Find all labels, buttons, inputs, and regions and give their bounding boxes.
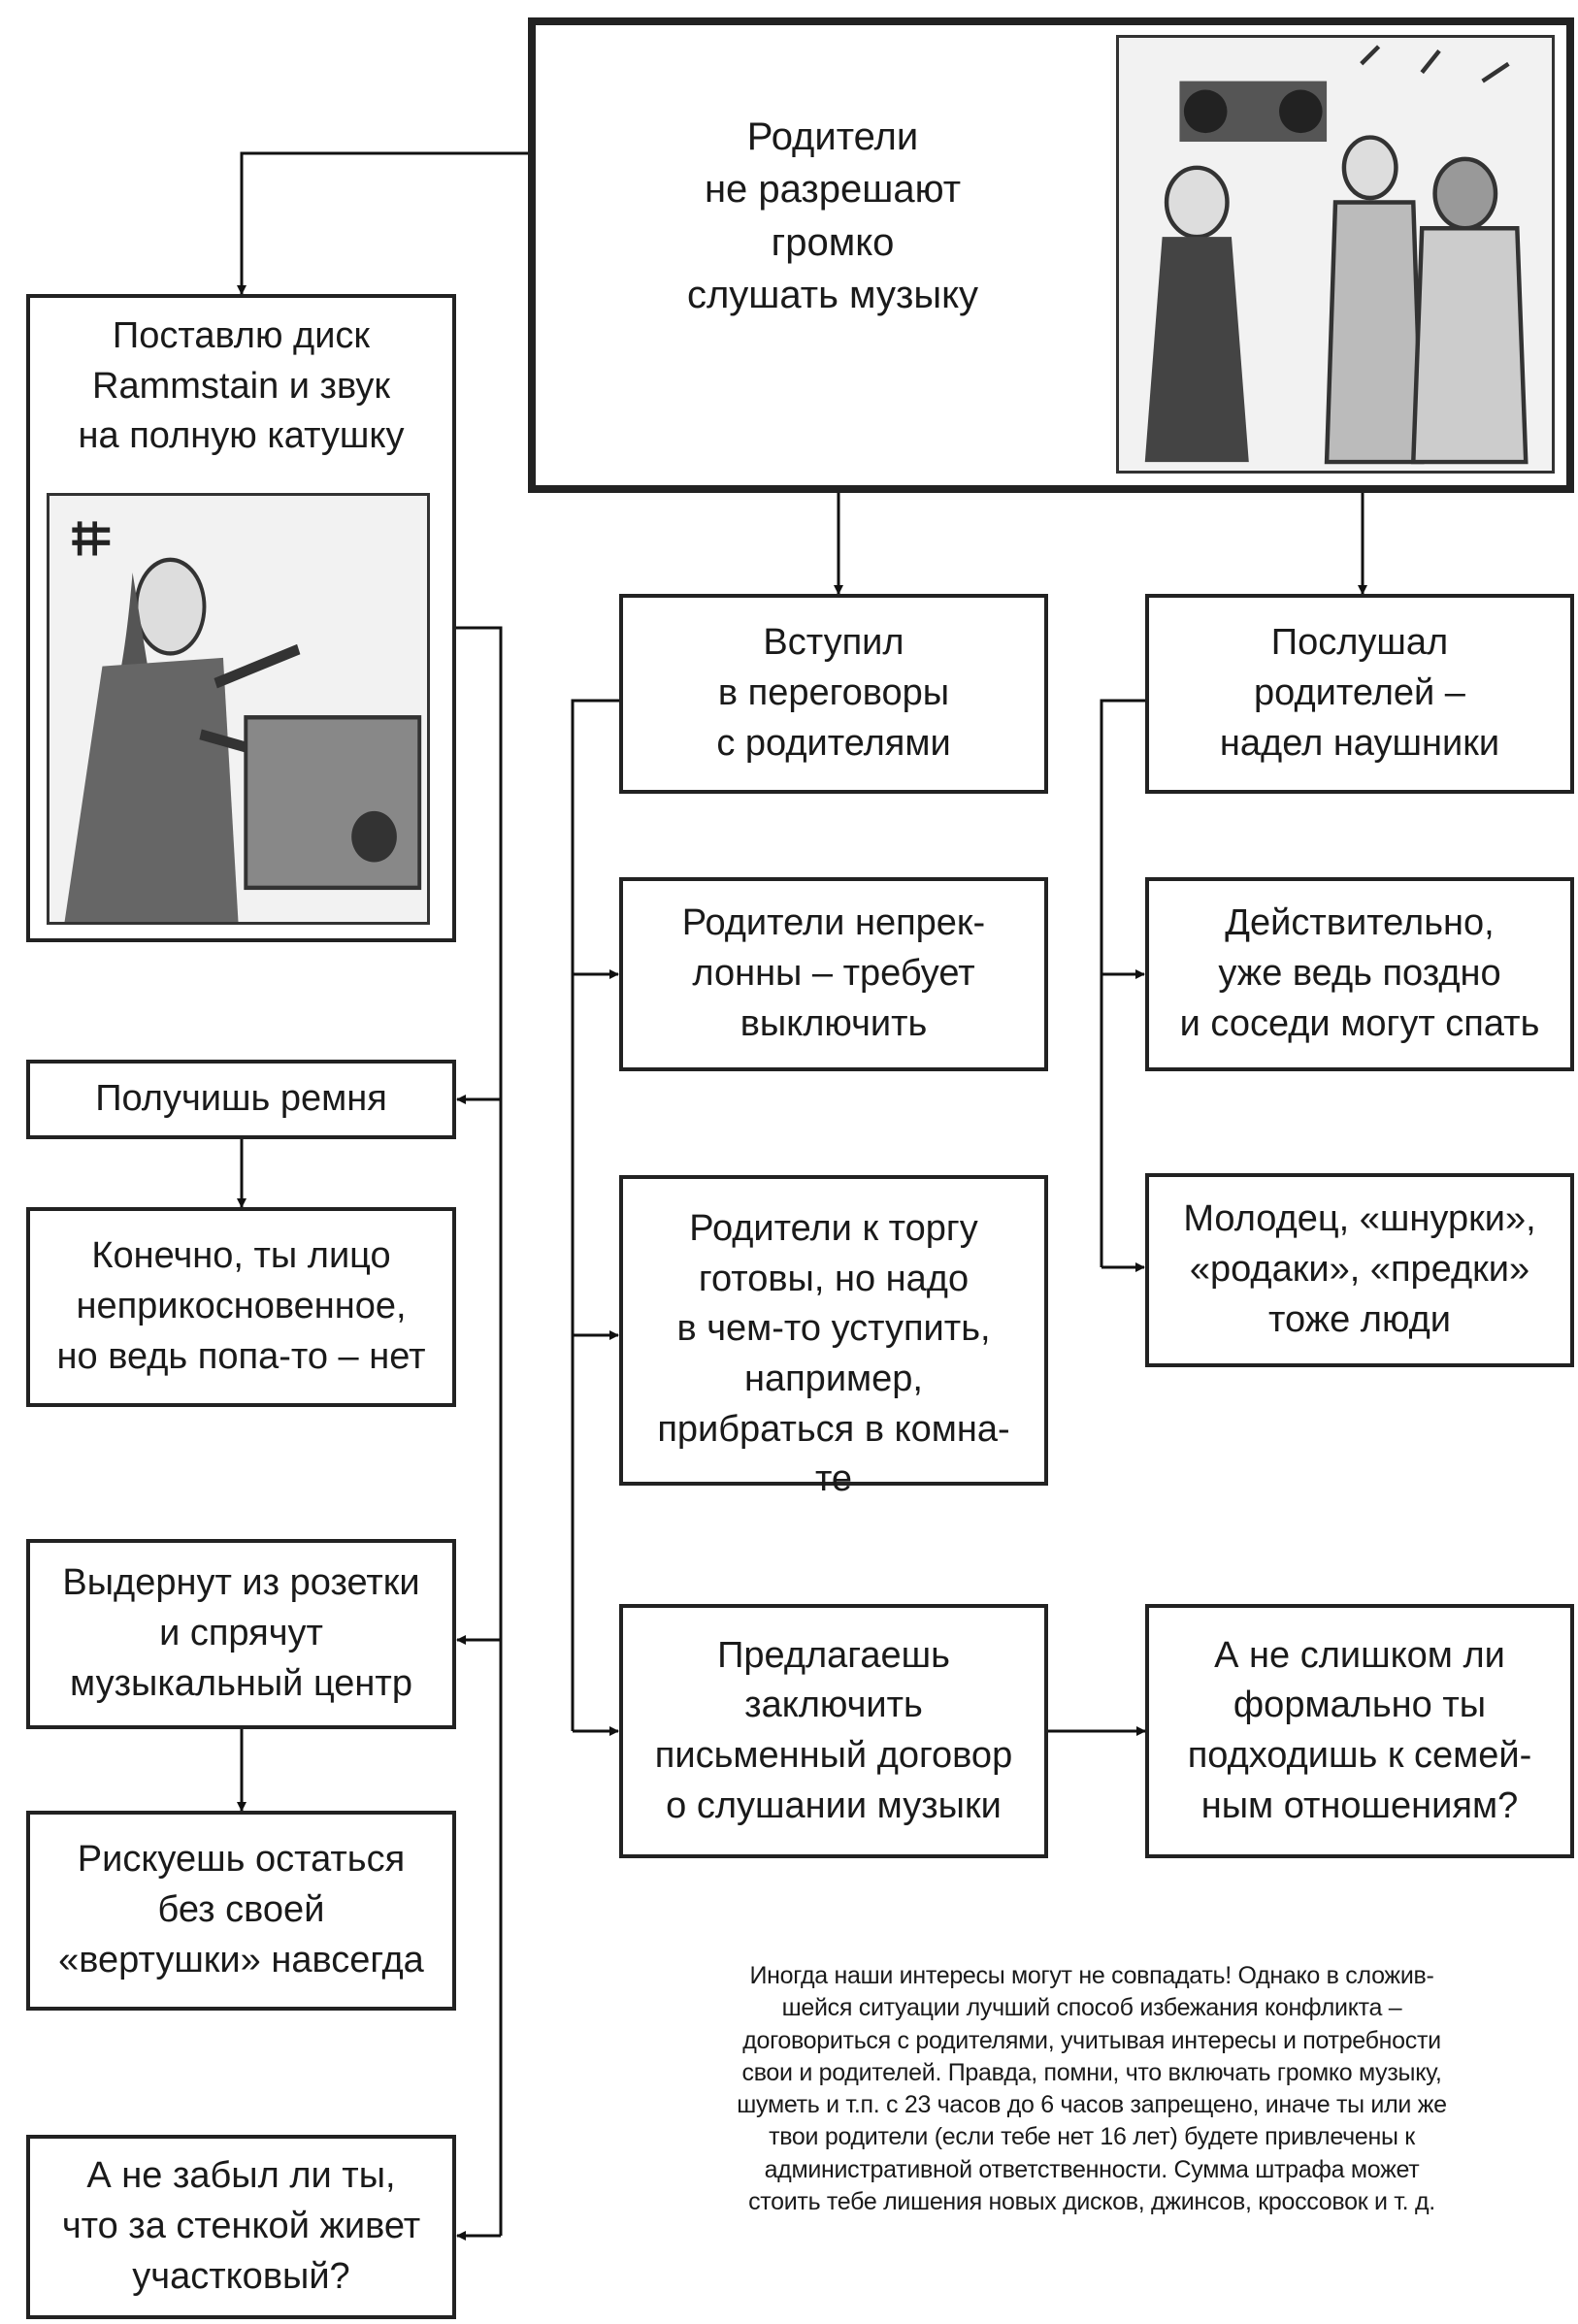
left-outcome-1: Получишь ремня	[26, 1060, 456, 1139]
middle-spine	[571, 699, 619, 1731]
middle-start-text: Вступил в переговоры с родителями	[716, 622, 951, 764]
left-outcome-5: А не забыл ли ты, что за стенкой живет у…	[26, 2135, 456, 2319]
middle-outcome-3: Предлагаешь заключить письменный договор…	[619, 1604, 1048, 1858]
middle-start-box: Вступил в переговоры с родителями	[619, 594, 1048, 794]
right-outcome-3: А не слишком ли формально ты подходишь к…	[1145, 1604, 1574, 1858]
left-outcome-1-text: Получишь ремня	[95, 1078, 387, 1120]
advice-note: Иногда наши интересы могут не совпадать!…	[737, 1962, 1447, 2215]
rocker-cartoon-illustration	[47, 493, 430, 925]
middle-outcome-3-text: Предлагаешь заключить письменный договор…	[654, 1634, 1013, 1826]
left-outcome-4: Рискуешь остаться без своей «вертушки» н…	[26, 1811, 456, 2011]
left-outcome-5-text: А не забыл ли ты, что за стенкой живет у…	[61, 2155, 421, 2297]
left-outcome-2-text: Конечно, ты лицо неприкосновенное, но ве…	[56, 1235, 426, 1377]
arrow-top-to-left	[237, 151, 528, 295]
middle-outcome-1: Родители непрек- лонны – требует выключи…	[619, 877, 1048, 1071]
left-outcome-3: Выдернут из розетки и спрячут музыкальны…	[26, 1539, 456, 1729]
parents-cartoon-illustration	[1116, 35, 1555, 474]
right-outcome-2-text: Молодец, «шнурки», «родаки», «предки» то…	[1183, 1198, 1536, 1340]
left-outcome-3-text: Выдернут из розетки и спрячут музыкальны…	[62, 1562, 420, 1704]
left-outcome-4-text: Рискуешь остаться без своей «вертушки» н…	[58, 1839, 424, 1980]
right-start-text: Послушал родителей – надел наушники	[1219, 622, 1500, 764]
left-outcome-2: Конечно, ты лицо неприкосновенное, но ве…	[26, 1207, 456, 1407]
left-spine	[456, 626, 503, 2236]
right-outcome-3-text: А не слишком ли формально ты подходишь к…	[1187, 1634, 1532, 1826]
right-outcome-1: Действительно, уже ведь поздно и соседи …	[1145, 877, 1574, 1071]
middle-outcome-2-text: Родители к торгу готовы, но надо в чем-т…	[657, 1207, 1010, 1500]
right-outcome-1-text: Действительно, уже ведь поздно и соседи …	[1179, 902, 1540, 1044]
right-start-box: Послушал родителей – надел наушники	[1145, 594, 1574, 794]
middle-outcome-2: Родители к торгу готовы, но надо в чем-т…	[619, 1175, 1048, 1499]
situation-text: Родители не разрешают громко слушать муз…	[686, 115, 979, 317]
right-spine	[1100, 699, 1145, 1267]
right-outcome-2: Молодец, «шнурки», «родаки», «предки» то…	[1145, 1173, 1574, 1367]
middle-outcome-1-text: Родители непрек- лонны – требует выключи…	[681, 902, 986, 1044]
left-start-text: Поставлю диск Rammstain и звук на полную…	[78, 315, 405, 457]
